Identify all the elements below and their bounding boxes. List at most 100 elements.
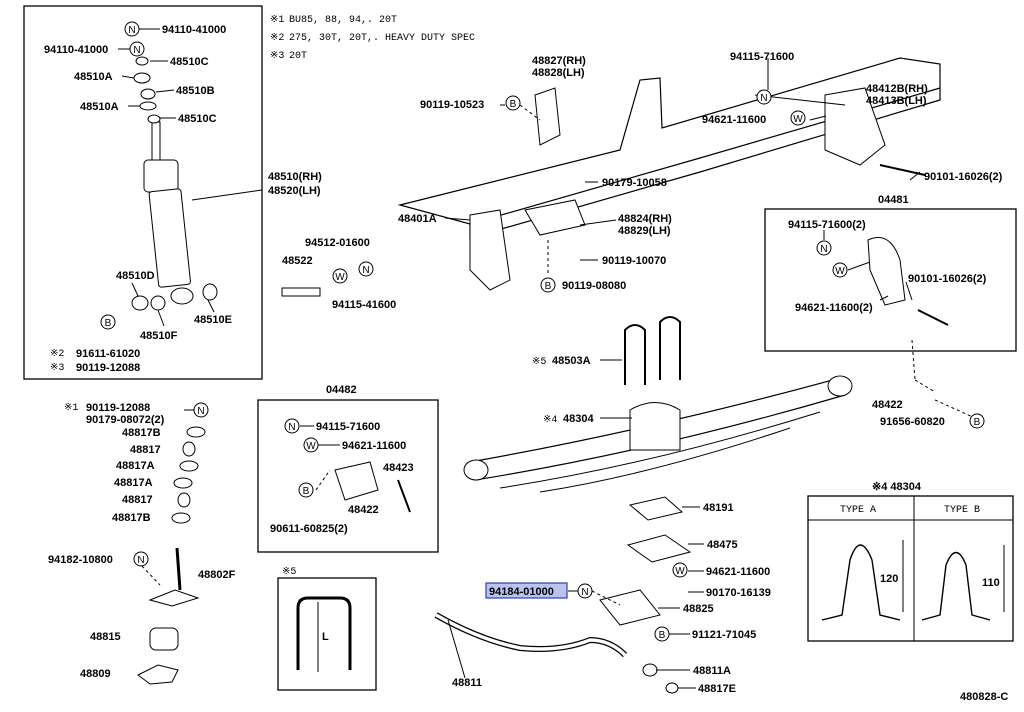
part-label: 90119-12088 xyxy=(86,402,150,414)
part-label: 48817B xyxy=(122,427,161,439)
part-label: 94512-01600 xyxy=(305,237,370,249)
svg-text:L: L xyxy=(322,631,329,643)
svg-text:※1: ※1 xyxy=(64,403,78,414)
svg-text:N: N xyxy=(362,265,369,276)
part-label: 90179-08072(2) xyxy=(86,414,165,426)
svg-text:04482: 04482 xyxy=(326,384,357,396)
left-parts: ※1 90119-12088 90179-08072(2) N 48817B 4… xyxy=(48,402,236,685)
svg-text:N: N xyxy=(133,45,140,56)
part-label: 48811 xyxy=(452,677,482,689)
svg-text:94115-71600(2): 94115-71600(2) xyxy=(788,219,866,231)
part-label: 48412B(RH) xyxy=(866,83,928,95)
svg-text:※3: ※3 xyxy=(270,51,284,62)
part-label: 48817A xyxy=(116,460,155,472)
notes: ※1 BU85, 88, 94,. 20T ※2 275, 30T, 20T,.… xyxy=(270,15,475,62)
svg-text:N: N xyxy=(137,555,144,566)
part-label: 94115-41600 xyxy=(332,299,396,311)
part-label: 94621-11600 xyxy=(706,566,770,578)
svg-text:B: B xyxy=(105,318,112,329)
center-leaders: B N W B W N N W B B xyxy=(332,58,985,689)
part-label: 48510B xyxy=(176,85,215,97)
svg-text:48422: 48422 xyxy=(348,504,379,516)
svg-text:※3: ※3 xyxy=(50,363,64,374)
part-label: 48817A xyxy=(114,477,153,489)
part-label: 91121-71045 xyxy=(692,629,756,641)
part-label: 90119-10523 xyxy=(420,99,484,111)
svg-text:※2: ※2 xyxy=(50,349,64,360)
figure-id: 480828-C xyxy=(960,691,1008,703)
svg-text:B: B xyxy=(545,281,552,292)
svg-text:48423: 48423 xyxy=(383,462,414,474)
svg-text:TYPE B: TYPE B xyxy=(944,505,980,516)
part-label: 48829(LH) xyxy=(618,225,671,237)
part-label: 48510F xyxy=(140,330,178,342)
bracket-box: 04482 N W B 94115-71600 94621-11600 4842… xyxy=(257,384,439,553)
svg-text:94184-01000: 94184-01000 xyxy=(489,586,554,598)
part-label: 91656-60820 xyxy=(880,416,945,428)
svg-text:94621-11600(2): 94621-11600(2) xyxy=(795,302,873,314)
part-label: 48510A xyxy=(80,101,119,113)
part-label: 48422 xyxy=(872,399,903,411)
part-label: 48510C xyxy=(170,56,209,68)
svg-text:90101-16026(2): 90101-16026(2) xyxy=(908,273,987,285)
shackle-box: 04481 N W 94115-71600(2) 90101-16026(2) … xyxy=(764,194,1017,352)
ubolt-box: ※5 L xyxy=(277,567,377,691)
part-label: 48304 xyxy=(563,413,594,425)
svg-text:W: W xyxy=(335,272,345,283)
svg-text:BU85, 88, 94,. 20T: BU85, 88, 94,. 20T xyxy=(289,15,397,26)
svg-text:W: W xyxy=(675,566,685,577)
part-label: 48401A xyxy=(398,213,437,225)
svg-text:N: N xyxy=(128,25,135,36)
part-label: 90119-12088 xyxy=(76,362,140,374)
part-label: 48827(RH) xyxy=(532,55,586,67)
part-label: 48510(RH) xyxy=(268,171,322,183)
svg-text:N: N xyxy=(820,244,827,255)
svg-text:N: N xyxy=(197,406,204,417)
rear-hanger xyxy=(824,87,926,176)
part-label: 48809 xyxy=(80,668,111,680)
svg-text:N: N xyxy=(760,93,767,104)
part-label: 48817E xyxy=(698,683,736,695)
part-label: 48475 xyxy=(707,539,738,551)
type-box: ※4 48304 TYPE A TYPE B 120 110 xyxy=(807,481,1014,642)
part-label: 48510D xyxy=(116,270,155,282)
part-label: 48817 xyxy=(122,494,153,506)
highlighted-part[interactable]: 94184-01000 xyxy=(485,582,568,599)
svg-text:B: B xyxy=(303,486,310,497)
svg-text:B: B xyxy=(659,630,666,641)
part-label: 90179-10058 xyxy=(602,177,667,189)
part-label: 48815 xyxy=(90,631,121,643)
part-label: 48817B xyxy=(112,512,151,524)
svg-text:B: B xyxy=(510,99,517,110)
part-label: 48522 xyxy=(282,255,313,267)
svg-text:※5: ※5 xyxy=(532,357,546,368)
part-label: 48824(RH) xyxy=(618,213,672,225)
part-label: 48191 xyxy=(703,502,734,514)
part-label: 48802F xyxy=(198,569,236,581)
center-labels: 48827(RH) 48828(LH) 90119-10523 94115-71… xyxy=(282,51,1003,695)
svg-text:TYPE A: TYPE A xyxy=(840,505,876,516)
shock-absorber-box: N N B 94110-41000 94110-41000 48510C 485… xyxy=(23,5,322,380)
svg-text:N: N xyxy=(288,422,295,433)
svg-text:※4: ※4 xyxy=(543,415,557,426)
svg-text:W: W xyxy=(306,441,316,452)
part-label: 48811A xyxy=(693,665,731,677)
part-label: 48510E xyxy=(194,314,232,326)
front-hanger xyxy=(469,87,586,291)
svg-text:04481: 04481 xyxy=(878,194,909,206)
part-label: 90119-08080 xyxy=(562,280,626,292)
part-label: 48825 xyxy=(683,603,714,615)
part-label: 94110-41000 xyxy=(162,24,226,36)
part-label: 48817 xyxy=(130,444,161,456)
part-label: 48503A xyxy=(552,355,591,367)
svg-text:※4 48304: ※4 48304 xyxy=(872,481,922,493)
svg-text:N: N xyxy=(581,587,588,598)
lower-plates xyxy=(281,287,692,694)
part-label: 90119-10070 xyxy=(602,255,666,267)
svg-text:94115-71600: 94115-71600 xyxy=(316,421,380,433)
svg-text:275, 30T, 20T,. HEAVY DUTY SPE: 275, 30T, 20T,. HEAVY DUTY SPEC xyxy=(289,33,475,44)
svg-text:W: W xyxy=(835,266,845,277)
svg-text:110: 110 xyxy=(982,577,1000,589)
